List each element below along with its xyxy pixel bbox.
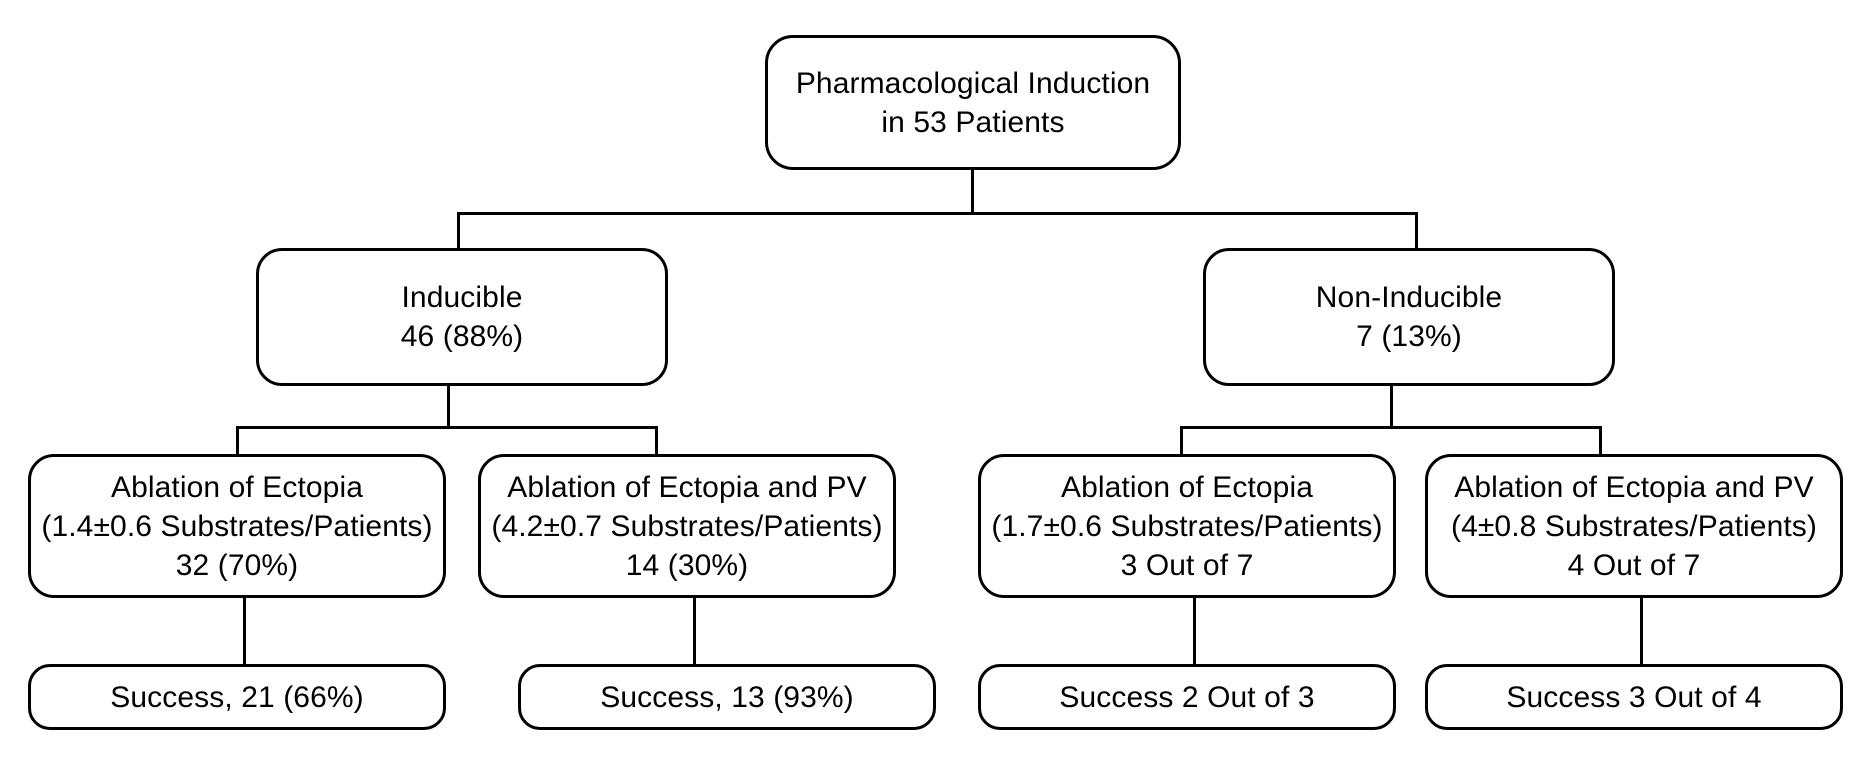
node-success-inducible-ectopia-pv-label: Success, 13 (93%) — [600, 680, 854, 714]
node-non-inducible: Non-Inducible 7 (13%) — [1203, 248, 1615, 386]
node-inducible-ablation-of-ectopia: Ablation of Ectopia (1.4±0.6 Substrates/… — [28, 454, 446, 598]
edge-non-inducible-stem — [1390, 386, 1393, 428]
edge-inducible-to-ectopia — [236, 426, 239, 456]
node-inducible-ablation-of-ectopia-label: Ablation of Ectopia (1.4±0.6 Substrates/… — [41, 470, 433, 582]
node-inducible-label: Inducible 46 (88%) — [400, 281, 524, 353]
edge-non-ectopia-pv-to-success-4 — [1640, 598, 1643, 666]
node-success-non-inducible-ectopia-pv-label: Success 3 Out of 4 — [1506, 680, 1762, 714]
node-non-inducible-ablation-of-ectopia-and-pv-label: Ablation of Ectopia and PV (4±0.8 Substr… — [1450, 470, 1817, 582]
edge-non-inducible-bus — [1180, 426, 1602, 429]
node-non-inducible-ablation-of-ectopia-label: Ablation of Ectopia (1.7±0.6 Substrates/… — [991, 470, 1383, 582]
edge-inducible-stem — [447, 386, 450, 428]
node-pharmacological-induction: Pharmacological Induction in 53 Patients — [765, 35, 1181, 170]
node-inducible-ablation-of-ectopia-and-pv: Ablation of Ectopia and PV (4.2±0.7 Subs… — [478, 454, 896, 598]
node-non-inducible-label: Non-Inducible 7 (13%) — [1315, 281, 1503, 353]
node-success-inducible-ectopia-label: Success, 21 (66%) — [110, 680, 364, 714]
node-pharmacological-induction-label: Pharmacological Induction in 53 Patients — [795, 66, 1151, 139]
edge-inducible-bus — [236, 426, 658, 429]
node-success-non-inducible-ectopia-label: Success 2 Out of 3 — [1059, 680, 1315, 714]
edge-root-to-inducible — [457, 212, 460, 250]
node-success-non-inducible-ectopia: Success 2 Out of 3 — [978, 664, 1396, 730]
node-success-non-inducible-ectopia-pv: Success 3 Out of 4 — [1425, 664, 1843, 730]
edge-non-ectopia-to-success-3 — [1193, 598, 1196, 666]
node-success-inducible-ectopia-pv: Success, 13 (93%) — [518, 664, 936, 730]
edge-ectopia-pv-to-success-2 — [693, 598, 696, 666]
node-inducible: Inducible 46 (88%) — [256, 248, 668, 386]
node-inducible-ablation-of-ectopia-and-pv-label: Ablation of Ectopia and PV (4.2±0.7 Subs… — [491, 470, 883, 582]
edge-non-inducible-to-ectopia — [1180, 426, 1183, 456]
edge-root-bus — [457, 212, 1418, 215]
node-success-inducible-ectopia: Success, 21 (66%) — [28, 664, 446, 730]
node-non-inducible-ablation-of-ectopia: Ablation of Ectopia (1.7±0.6 Substrates/… — [978, 454, 1396, 598]
edge-non-inducible-to-ectopia-pv — [1599, 426, 1602, 456]
edge-ectopia-to-success-1 — [243, 598, 246, 666]
edge-root-stem — [971, 170, 974, 214]
edge-root-to-non-inducible — [1415, 212, 1418, 250]
node-non-inducible-ablation-of-ectopia-and-pv: Ablation of Ectopia and PV (4±0.8 Substr… — [1425, 454, 1843, 598]
edge-inducible-to-ectopia-pv — [655, 426, 658, 456]
